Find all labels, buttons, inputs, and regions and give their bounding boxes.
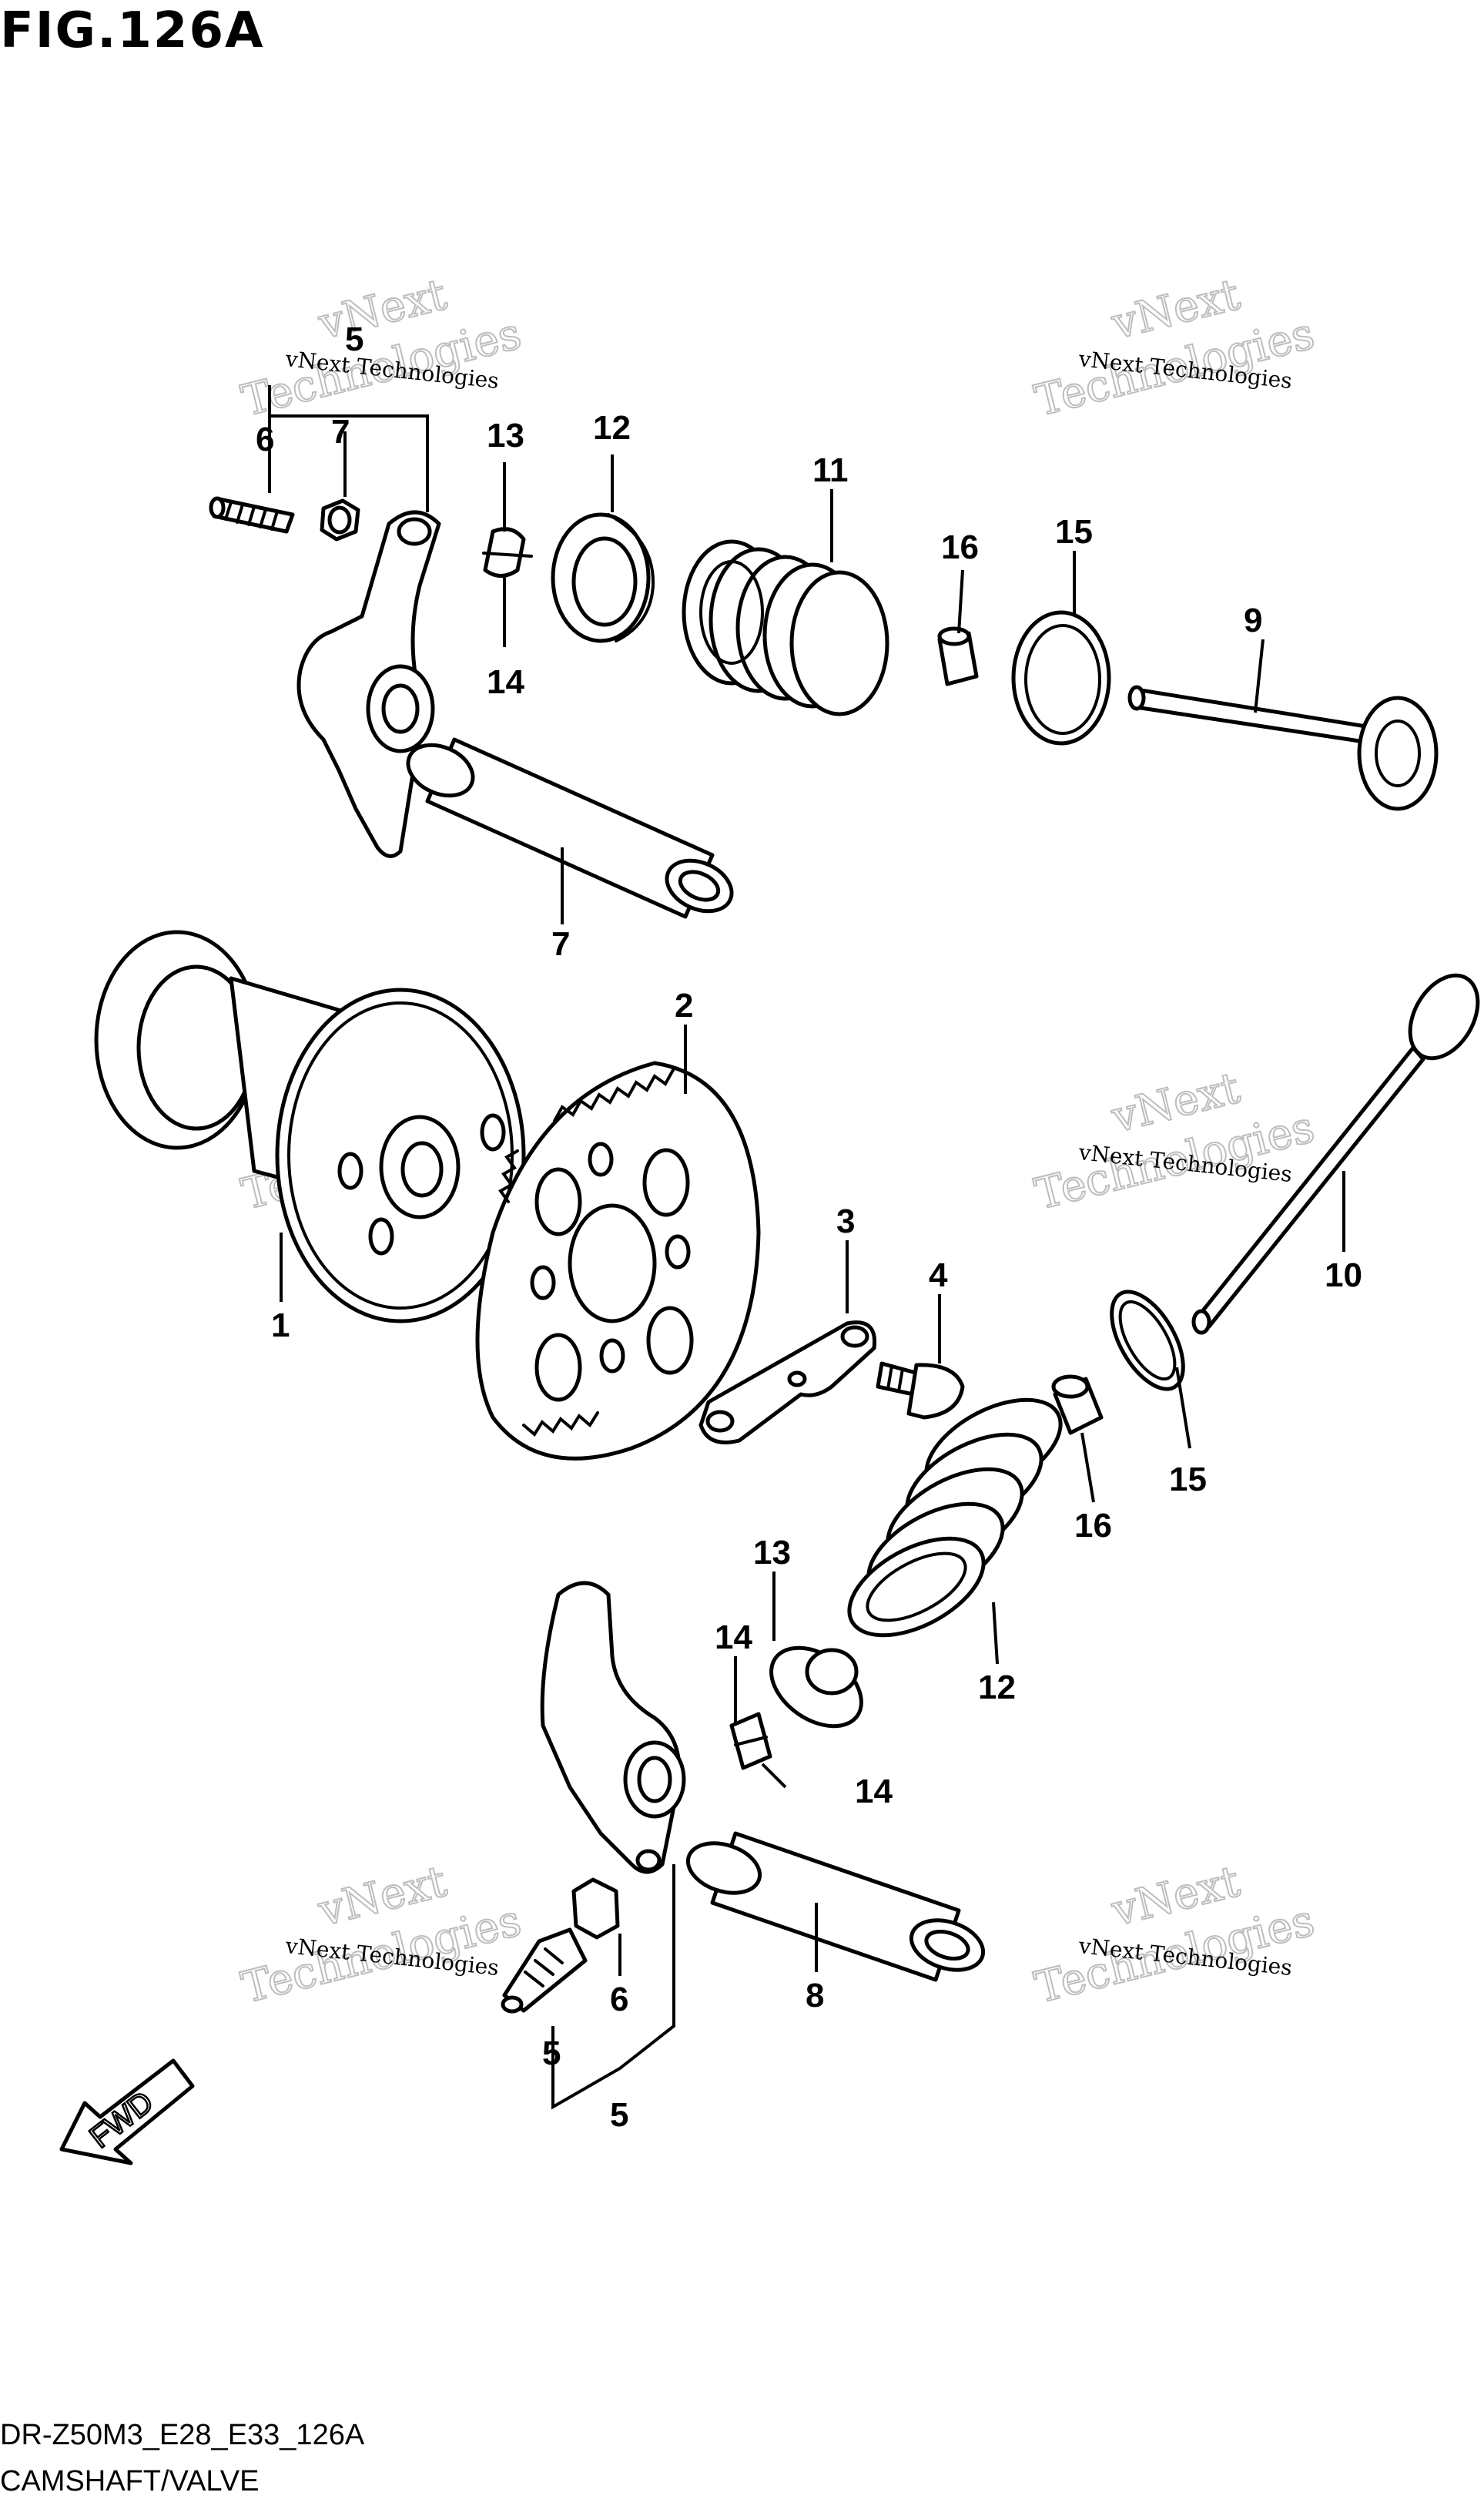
valve-spring-retainer-bottom bbox=[769, 1645, 863, 1729]
tappet-adjust-screw-top bbox=[209, 496, 295, 534]
valve-spring-top bbox=[682, 539, 889, 716]
callout-14-bottom-upper: 14 bbox=[715, 1618, 752, 1656]
callout-4: 4 bbox=[929, 1256, 948, 1294]
callout-16-bottom: 16 bbox=[1074, 1507, 1112, 1545]
exhaust-valve bbox=[1127, 685, 1439, 811]
figure-title: FIG.126A bbox=[0, 2, 265, 59]
valve-spring-seat-top bbox=[1011, 610, 1111, 746]
callout-6-bottom: 5 bbox=[542, 2034, 561, 2072]
valve-stem-seal-top bbox=[937, 626, 979, 686]
callout-13-bottom: 13 bbox=[753, 1534, 791, 1571]
fwd-arrow: FWD bbox=[59, 2058, 195, 2165]
callout-11: 10 bbox=[1325, 1256, 1362, 1294]
section-name: CAMSHAFT/VALVE bbox=[0, 2465, 260, 2497]
cam-sprocket bbox=[475, 1061, 761, 1461]
rocker-arm-bottom bbox=[540, 1581, 686, 1874]
callout-15-bottom: 15 bbox=[1169, 1461, 1207, 1498]
valve-spring-bottom bbox=[847, 1397, 1063, 1638]
callout-10: 9 bbox=[1244, 602, 1262, 639]
callout-14-top-lower: 14 bbox=[487, 663, 524, 701]
camshaft bbox=[94, 930, 526, 1323]
cam-sprocket-plate bbox=[698, 1320, 877, 1444]
rocker-arm-top bbox=[296, 510, 441, 858]
watermark-top-right: vNext Technologies vNext Technologies bbox=[1030, 269, 1320, 428]
callout-16-top: 16 bbox=[941, 528, 979, 566]
callout-7-top: 7 bbox=[331, 413, 350, 451]
callout-6-top: 6 bbox=[256, 421, 274, 458]
callout-14-bottom-lower: 14 bbox=[855, 1773, 893, 1810]
callout-7-bottom: 6 bbox=[610, 1981, 628, 2018]
callout-13-top: 12 bbox=[593, 409, 631, 447]
callout-12-bottom: 12 bbox=[978, 1669, 1016, 1706]
callout-3: 3 bbox=[836, 1203, 855, 1240]
callout-5-top: 5 bbox=[345, 320, 363, 358]
callout-numbers: 5 6 7 13 14 12 11 16 15 9 7 1 2 3 4 10 1… bbox=[256, 320, 1362, 2134]
callout-1: 1 bbox=[271, 1306, 290, 1344]
valve-cotter-top bbox=[482, 527, 533, 578]
callout-14-top-upper: 13 bbox=[487, 417, 524, 455]
rocker-arm-shaft-top bbox=[406, 737, 734, 919]
valve-cotter-bottom bbox=[729, 1712, 772, 1770]
watermark-middle-right: vNext Technologies vNext Technologies bbox=[1030, 1062, 1320, 1221]
valve-stem-seal-bottom bbox=[1051, 1374, 1104, 1435]
callout-9: 8 bbox=[806, 1977, 824, 2014]
valve-spring-seat-bottom bbox=[1110, 1290, 1185, 1391]
lock-nut-top bbox=[320, 498, 360, 542]
leader-lines bbox=[268, 385, 1345, 2110]
callout-2: 2 bbox=[675, 987, 693, 1025]
rocker-arm-shaft-bottom bbox=[685, 1831, 986, 1982]
intake-valve bbox=[1191, 973, 1480, 1335]
callout-15-top: 15 bbox=[1055, 513, 1093, 551]
lock-nut-bottom bbox=[571, 1877, 620, 1940]
valve-spring-retainer-top bbox=[551, 512, 655, 643]
callout-12-top: 11 bbox=[812, 451, 849, 489]
callout-8: 7 bbox=[551, 925, 570, 963]
callout-5-bottom: 5 bbox=[610, 2096, 628, 2134]
cam-sprocket-bolt bbox=[876, 1361, 965, 1420]
watermark-top-left: vNext Technologies vNext Technologies bbox=[236, 269, 527, 428]
watermark-bottom-left: vNext Technologies vNext Technologies bbox=[236, 1856, 527, 2014]
watermark-bottom-right: vNext Technologies vNext Technologies bbox=[1030, 1856, 1320, 2014]
model-code: DR-Z50M3_E28_E33_126A bbox=[0, 2419, 365, 2451]
tappet-adjust-screw-bottom bbox=[501, 1927, 588, 2014]
